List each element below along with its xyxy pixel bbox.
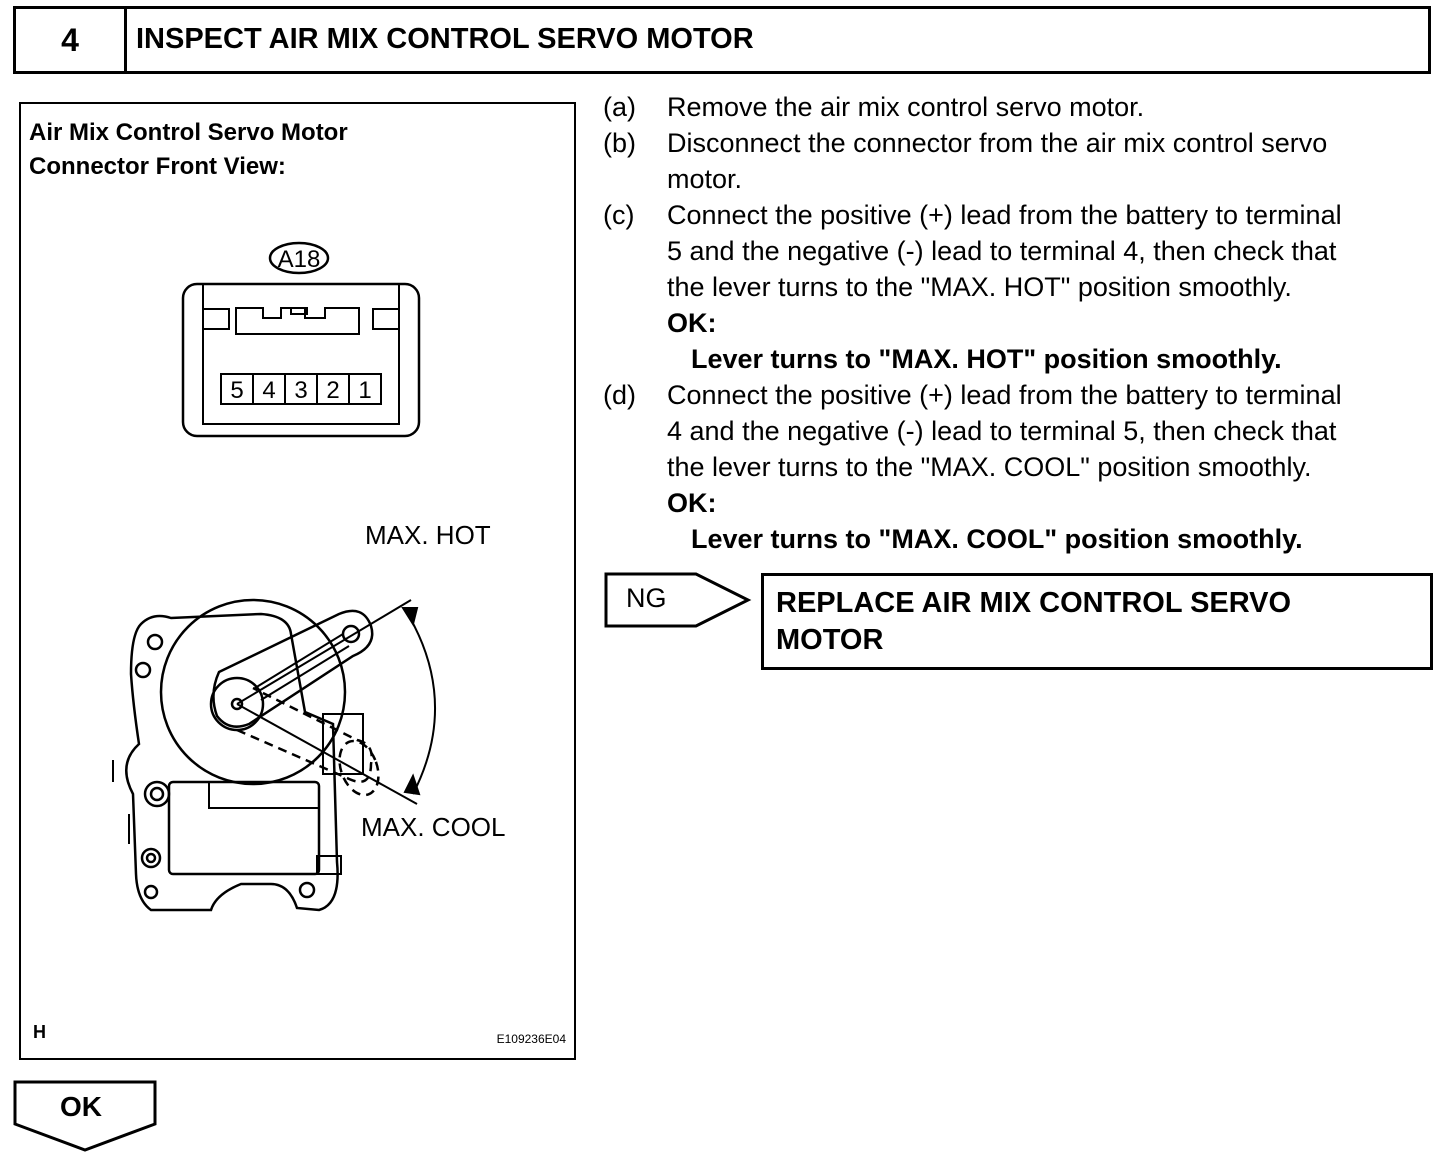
figure-caption: Air Mix Control Servo Motor Connector Fr…	[29, 116, 348, 184]
figure-caption-line2: Connector Front View:	[29, 153, 286, 180]
terminal-5: 5	[230, 377, 243, 404]
step-letter: (a)	[603, 92, 636, 122]
step-line: 4 and the negative (-) lead to terminal …	[667, 416, 1337, 446]
step-title: INSPECT AIR MIX CONTROL SERVO MOTOR	[136, 23, 754, 55]
step-a: (a) Remove the air mix control servo mot…	[603, 89, 1433, 125]
terminal-4: 4	[262, 377, 275, 404]
rotation-indicator	[236, 599, 436, 805]
step-letter: (b)	[603, 128, 636, 158]
step-line: Disconnect the connector from the air mi…	[667, 128, 1328, 158]
connector-id-circle	[268, 241, 330, 275]
step-line: motor.	[667, 164, 743, 194]
step-line: Remove the air mix control servo motor.	[667, 92, 1145, 122]
step-letter: (d)	[603, 380, 636, 410]
connector-diagram: A18 5 4 3 2 1	[181, 241, 421, 438]
step-line: Connect the positive (+) lead from the b…	[667, 380, 1342, 410]
step-line: Connect the positive (+) lead from the b…	[667, 200, 1342, 230]
lever-max-hot	[209, 609, 374, 732]
terminal-3: 3	[294, 377, 307, 404]
ng-label: NG	[626, 583, 667, 613]
step-b: (b) Disconnect the connector from the ai…	[603, 125, 1433, 197]
ok-criteria: Lever turns to "MAX. COOL" position smoo…	[691, 524, 1303, 554]
ok-arrow[interactable]	[13, 1080, 161, 1154]
step-line: the lever turns to the "MAX. COOL" posit…	[667, 452, 1312, 482]
connector-housing	[181, 282, 421, 438]
max-hot-label: MAX. HOT	[365, 520, 491, 550]
terminal-row	[220, 373, 382, 405]
ok-criteria: Lever turns to "MAX. HOT" position smoot…	[691, 344, 1282, 374]
ng-action-box: REPLACE AIR MIX CONTROL SERVO MOTOR	[761, 573, 1433, 670]
lever-max-cool	[236, 686, 380, 797]
ok-label: OK:	[667, 488, 717, 518]
step-number: 4	[16, 9, 127, 71]
procedure-steps: (a) Remove the air mix control servo mot…	[603, 89, 1433, 557]
figure-code: E109236E04	[496, 1032, 566, 1046]
servo-motor-body	[112, 598, 364, 912]
max-cool-label: MAX. COOL	[361, 812, 506, 842]
figure-caption-line1: Air Mix Control Servo Motor	[29, 119, 348, 146]
step-header: 4 INSPECT AIR MIX CONTROL SERVO MOTOR	[13, 6, 1431, 74]
servo-motor-drawing: A18 5 4 3 2 1	[112, 241, 436, 912]
ng-action-line2: MOTOR	[776, 624, 884, 656]
connector-id: A18	[278, 246, 321, 273]
ng-arrow[interactable]	[604, 572, 754, 632]
step-d: (d) Connect the positive (+) lead from t…	[603, 377, 1433, 557]
ng-action-line1: REPLACE AIR MIX CONTROL SERVO	[776, 587, 1292, 619]
terminal-1: 1	[358, 377, 371, 404]
step-line: the lever turns to the "MAX. HOT" positi…	[667, 272, 1292, 302]
ok-arrow-label: OK	[60, 1091, 102, 1122]
figure-corner-letter: H	[33, 1022, 46, 1042]
step-letter: (c)	[603, 200, 635, 230]
connector-figure: Air Mix Control Servo Motor Connector Fr…	[19, 102, 576, 1060]
step-c: (c) Connect the positive (+) lead from t…	[603, 197, 1433, 377]
terminal-2: 2	[326, 377, 339, 404]
ok-label: OK:	[667, 308, 717, 338]
step-line: 5 and the negative (-) lead to terminal …	[667, 236, 1337, 266]
